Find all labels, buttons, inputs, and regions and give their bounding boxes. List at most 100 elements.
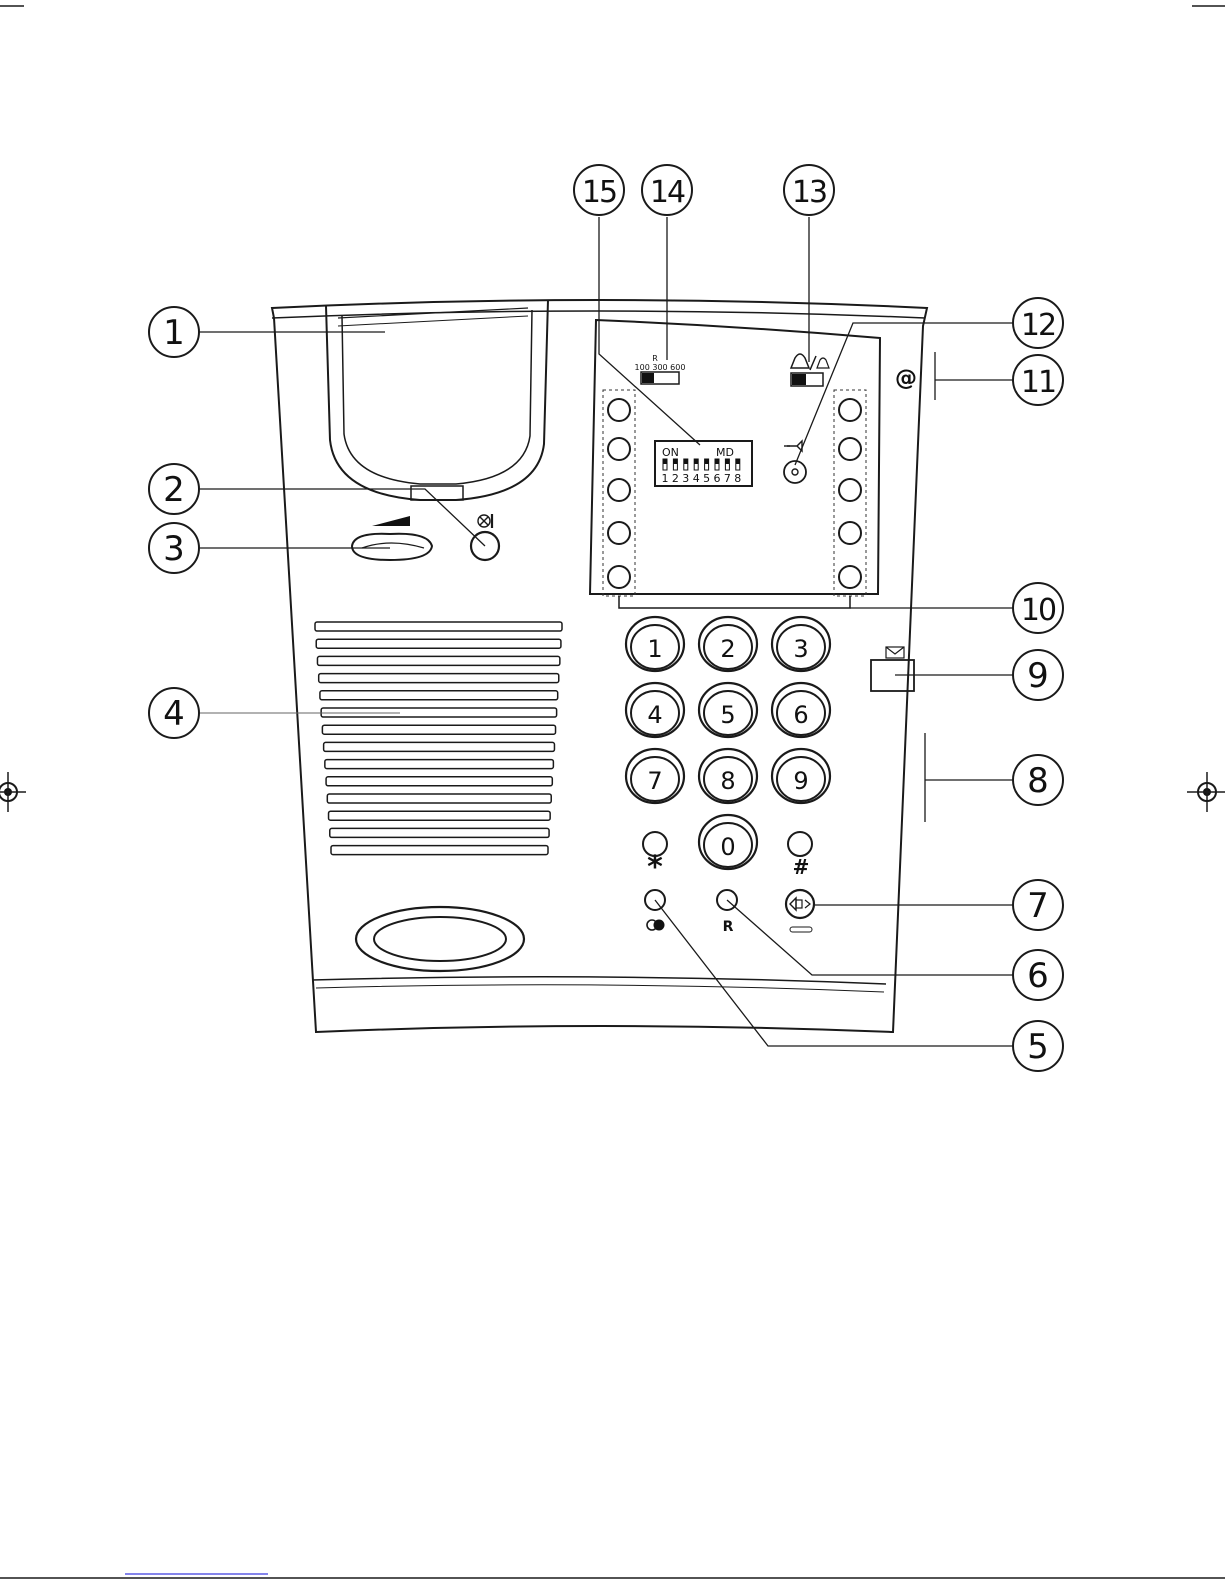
callout-number: 9 xyxy=(1027,656,1049,696)
callout-6: 6 xyxy=(1013,950,1063,1000)
dip-lever-knob xyxy=(663,459,667,464)
redial-icon xyxy=(647,920,665,931)
dip-number: 2 xyxy=(672,472,679,485)
dip-lever-knob xyxy=(715,459,719,464)
volume-rocker[interactable] xyxy=(352,516,432,560)
callout-number: 6 xyxy=(1027,956,1049,996)
memory-key-left[interactable] xyxy=(608,399,630,421)
dip-lever-knob xyxy=(673,459,677,464)
keypad-key-0[interactable]: 0 xyxy=(699,815,757,869)
handset-cradle xyxy=(326,300,548,500)
callout-7: 7 xyxy=(1013,880,1063,930)
memory-key-left[interactable] xyxy=(608,438,630,460)
memory-key-left[interactable] xyxy=(608,479,630,501)
email-symbol: @ xyxy=(895,366,917,391)
dip-number: 6 xyxy=(714,472,721,485)
keypad-key-8[interactable]: 8 xyxy=(699,749,757,803)
dip-lever-knob xyxy=(736,459,740,464)
memory-key-right[interactable] xyxy=(839,522,861,544)
callout-number: 8 xyxy=(1027,761,1049,801)
jack-symbol-icon xyxy=(784,441,802,451)
keypad-key-6[interactable]: 6 xyxy=(772,683,830,737)
memory-panel xyxy=(590,320,880,596)
callout-15: 15 xyxy=(574,165,624,215)
grille-slot xyxy=(319,674,559,683)
memory-key-right[interactable] xyxy=(839,438,861,460)
memory-key-right[interactable] xyxy=(839,399,861,421)
callout-number: 4 xyxy=(163,694,185,734)
memory-key-right[interactable] xyxy=(839,479,861,501)
grille-slot xyxy=(317,656,559,665)
keypad-key-4[interactable]: 4 xyxy=(626,683,684,737)
redial-button[interactable] xyxy=(645,890,665,931)
hash-key-label: # xyxy=(793,855,810,879)
grille-slot xyxy=(325,760,554,769)
key-label: 5 xyxy=(720,701,735,729)
speaker-grille xyxy=(315,622,562,855)
speaker-button[interactable] xyxy=(786,890,814,932)
dip-number: 1 xyxy=(662,472,669,485)
key-label: 8 xyxy=(720,767,735,795)
callout-4: 4 xyxy=(149,688,199,738)
dip-number: 7 xyxy=(724,472,731,485)
memory-key-right[interactable] xyxy=(839,566,861,588)
ringer-switch[interactable] xyxy=(791,354,829,386)
callout-12: 12 xyxy=(1013,298,1063,348)
grille-slot xyxy=(320,691,558,700)
key-label: 6 xyxy=(793,701,808,729)
key-label: 7 xyxy=(647,767,662,795)
callout-13: 13 xyxy=(784,165,834,215)
callout-1: 1 xyxy=(149,307,199,357)
keypad-key-2[interactable]: 2 xyxy=(699,617,757,671)
callout-number: 14 xyxy=(650,175,685,210)
keypad-key-1[interactable]: 1 xyxy=(626,617,684,671)
keypad-key-3[interactable]: 3 xyxy=(772,617,830,671)
speaker-led xyxy=(790,927,812,932)
key-label: 0 xyxy=(720,833,735,861)
recall-key-label: R xyxy=(723,919,734,935)
grille-slot xyxy=(315,622,562,631)
keypad-key-5[interactable]: 5 xyxy=(699,683,757,737)
grille-slot xyxy=(329,811,551,820)
callout-2: 2 xyxy=(149,464,199,514)
grille-slot xyxy=(316,639,561,648)
callout-5: 5 xyxy=(1013,1021,1063,1071)
callout-number: 5 xyxy=(1027,1027,1049,1067)
grille-slot xyxy=(330,828,549,837)
speaker-icon xyxy=(790,898,810,910)
star-key[interactable]: * xyxy=(643,832,667,885)
callout-number: 11 xyxy=(1021,365,1055,400)
grille-slot xyxy=(327,794,551,803)
callout-number: 15 xyxy=(582,175,616,210)
dip-lever-knob xyxy=(725,459,729,464)
grille-slot xyxy=(322,725,555,734)
key-label: 1 xyxy=(647,635,662,663)
flash-time-switch[interactable]: R 100 300 600 xyxy=(635,354,686,384)
keypad-key-7[interactable]: 7 xyxy=(626,749,684,803)
recall-button[interactable]: R xyxy=(717,890,737,935)
hash-key[interactable]: # xyxy=(788,832,812,879)
callout-number: 10 xyxy=(1021,593,1056,628)
memory-keys-bracket xyxy=(619,596,850,608)
dip-md-label: MD xyxy=(716,446,734,459)
callout-number: 2 xyxy=(163,470,185,510)
speakerphone-key[interactable] xyxy=(356,907,524,971)
key-label: 9 xyxy=(793,767,808,795)
dip-number: 4 xyxy=(693,472,700,485)
dip-number: 8 xyxy=(734,472,741,485)
dip-lever-knob xyxy=(684,459,688,464)
dip-on-label: ON xyxy=(662,446,679,459)
dip-number: 5 xyxy=(703,472,710,485)
flash-r-label: R xyxy=(652,354,658,363)
memory-key-left[interactable] xyxy=(608,566,630,588)
callout-number: 3 xyxy=(163,529,185,569)
callout-number: 7 xyxy=(1027,886,1049,926)
callout-8: 8 xyxy=(1013,755,1063,805)
callout-14: 14 xyxy=(642,165,692,215)
keypad-key-9[interactable]: 9 xyxy=(772,749,830,803)
registration-mark-left xyxy=(0,772,26,812)
memory-key-left[interactable] xyxy=(608,522,630,544)
callout-3: 3 xyxy=(149,523,199,573)
